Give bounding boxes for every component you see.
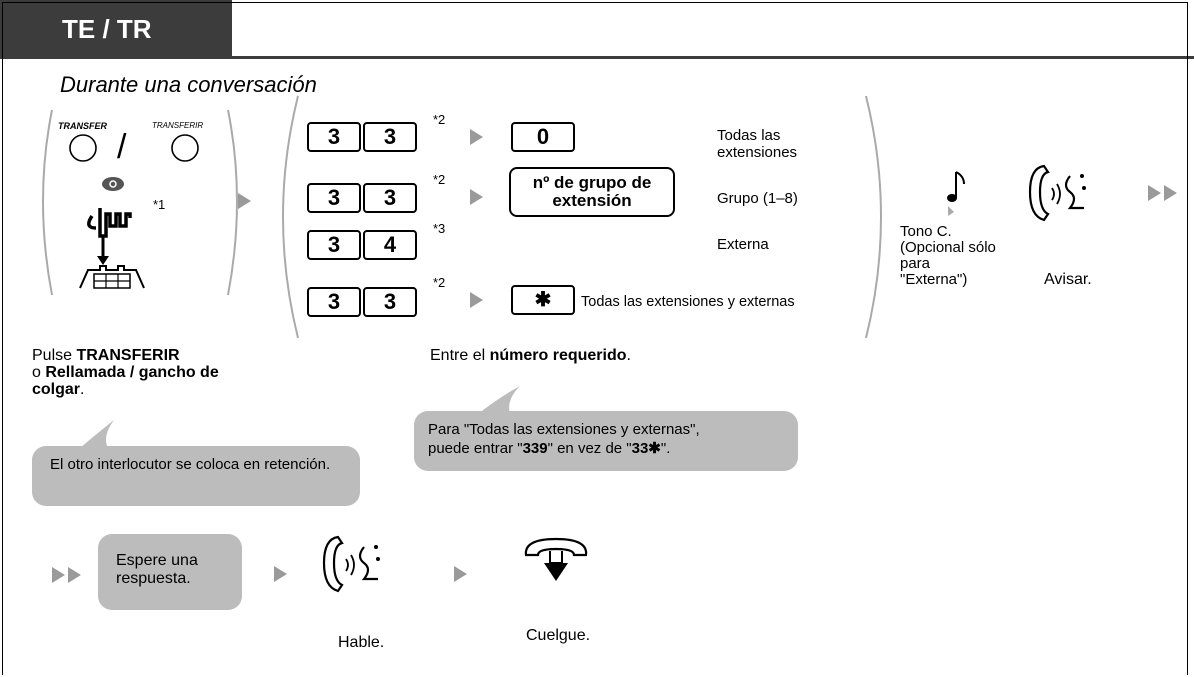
step2-caption-prefix: Entre el: [430, 347, 490, 364]
tone-caption: Tono C. (Opcional sólo para "Externa"): [900, 223, 996, 288]
row2-label: Grupo (1–8): [717, 190, 798, 207]
step1-caption-end: .: [80, 381, 85, 398]
tip-line2-e: ".: [660, 440, 671, 457]
wait-answer-bubble: Espere una respuesta.: [98, 534, 242, 610]
key-3: 3: [363, 287, 417, 317]
note-marker-2: *2: [433, 275, 446, 290]
step1-bubble-tail: [80, 420, 114, 448]
mode-tab-label: TE / TR: [62, 14, 152, 44]
row1-arrow: [470, 129, 483, 145]
announce-caption: Avisar.: [1044, 271, 1092, 288]
step2-caption: Entre el número requerido.: [430, 347, 631, 365]
step1-caption-mid: o: [32, 364, 46, 381]
tip-line2-d: 33✱: [631, 440, 661, 457]
key-3: 3: [307, 287, 361, 317]
talk-handset-icon: [322, 535, 380, 593]
row1-label: Todas las extensiones: [717, 127, 798, 161]
step1-caption: Pulse TRANSFERIR o Rellamada / gancho de…: [32, 347, 262, 398]
row2-arrow-2: [454, 566, 467, 582]
hold-note-bubble: El otro interlocutor se coloca en retenc…: [32, 446, 360, 506]
step1-caption-bold2: Rellamada / gancho de colgar: [32, 364, 219, 398]
tip-line1: Para "Todas las extensiones y externas",: [428, 421, 700, 438]
header-rule: [0, 56, 1194, 59]
extension-group-number-box: nº de grupo de extensión: [509, 167, 675, 217]
key-3: 3: [363, 183, 417, 213]
key-3: 3: [307, 122, 361, 152]
note-marker-3: *3: [433, 221, 446, 236]
note-marker-1: *1: [153, 197, 166, 212]
talk-caption: Hable.: [338, 634, 385, 651]
step2-caption-bold: número requerido: [489, 347, 627, 364]
hang-up-icon: [524, 537, 588, 581]
key-3: 3: [307, 230, 361, 260]
tip-line2-b: 339: [522, 440, 548, 457]
hookswitch-press-icon: [79, 177, 145, 289]
row3-label: Externa: [717, 236, 769, 253]
step1-arrow: [238, 193, 251, 209]
transfer-button-icon: [69, 134, 97, 162]
tone-note-icon: [947, 171, 965, 216]
step1-caption-bold1: TRANSFERIR: [76, 347, 180, 364]
step1-caption-prefix: Pulse: [32, 347, 77, 364]
continued-double-arrow-icon: [52, 567, 92, 585]
condition-subtitle: Durante una conversación: [60, 72, 317, 97]
tip-line2-a: puede entrar ": [428, 440, 523, 457]
tip-bubble: Para "Todas las extensiones y externas",…: [414, 411, 798, 471]
row2-arrow: [470, 189, 483, 205]
step2-caption-end: .: [626, 347, 631, 364]
continue-double-arrow-icon: [1148, 185, 1194, 203]
row4-label: Todas las extensiones y externas: [581, 294, 795, 310]
separator-slash: /: [117, 128, 127, 166]
step2-bracket: [282, 95, 882, 339]
row2-arrow-1: [274, 566, 287, 582]
note-marker-2: *2: [433, 172, 446, 187]
speaking-handset-icon: [1028, 164, 1086, 222]
key-3: 3: [363, 122, 417, 152]
star-key: ✱: [511, 285, 575, 315]
transfer-key-label: TRANSFER: [58, 121, 107, 131]
step1-bracket: [42, 109, 238, 296]
row4-arrow: [470, 292, 483, 308]
key-0: 0: [511, 122, 575, 152]
transferir-key-label: TRANSFERIR: [152, 121, 204, 130]
key-3: 3: [307, 183, 361, 213]
mode-tab: TE / TR: [0, 0, 232, 58]
step2-bubble-tail: [478, 386, 520, 414]
hangup-caption: Cuelgue.: [526, 627, 591, 644]
key-4: 4: [363, 230, 417, 260]
note-marker-2: *2: [433, 112, 446, 127]
tip-line2-c: " en vez de ": [547, 440, 632, 457]
transferir-button-icon: [171, 134, 199, 162]
